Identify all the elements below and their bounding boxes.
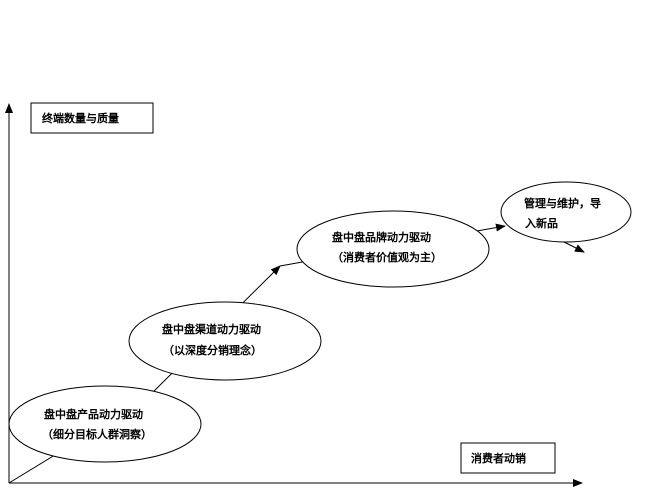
stage-4-ellipse: 管理与维护，导 入新品 (500, 181, 632, 243)
x-axis-label: 消费者动销 (471, 451, 526, 465)
stage-3-subtitle: （消费者价值观为主） (332, 250, 442, 264)
stage-4-title: 管理与维护，导 (524, 196, 601, 210)
stage-3-title: 盘中盘品牌动力驱动 (332, 230, 431, 244)
x-axis-label-box: 消费者动销 (460, 442, 556, 474)
stage-1-subtitle: （细分目标人群洞察） (42, 427, 152, 441)
stage-1-ellipse: 盘中盘产品动力驱动 （细分目标人群洞察） (8, 385, 202, 463)
stage-2-title: 盘中盘渠道动力驱动 (162, 322, 261, 336)
y-axis-label: 终端数量与质量 (42, 111, 119, 125)
stage-1-title: 盘中盘产品动力驱动 (44, 407, 143, 421)
stage-4-subtitle: 入新品 (525, 216, 558, 230)
stage-3-ellipse: 盘中盘品牌动力驱动 （消费者价值观为主） (296, 210, 490, 288)
stage-2-ellipse: 盘中盘渠道动力驱动 （以深度分销理念） (128, 301, 322, 381)
y-axis-label-box: 终端数量与质量 (30, 102, 154, 134)
stage-2-subtitle: （以深度分销理念） (163, 343, 262, 357)
